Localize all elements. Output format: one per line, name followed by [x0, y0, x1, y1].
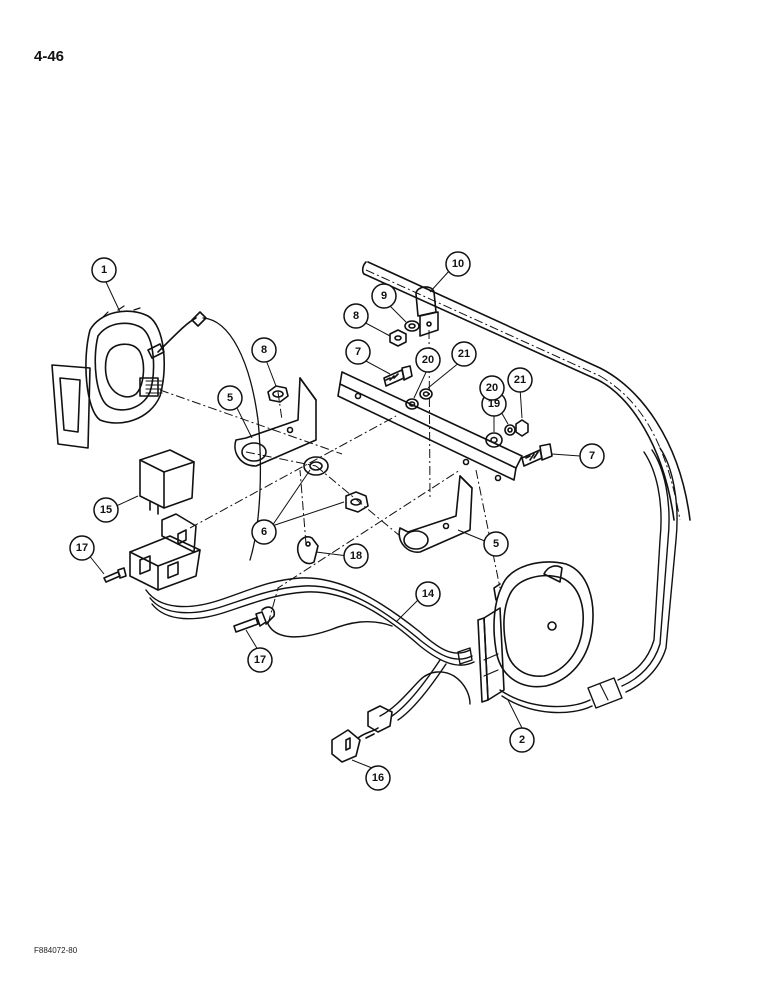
callout-2-circle — [509, 727, 535, 753]
callout-20a: 20 — [422, 354, 434, 366]
washer-small — [405, 388, 433, 410]
callout-9-circle — [371, 283, 397, 309]
mounting-plate — [337, 371, 523, 482]
callout-8a-circle — [251, 337, 277, 363]
callout-5a: 5 — [227, 392, 233, 404]
relay-base — [129, 513, 201, 591]
callout-20b-circle — [479, 375, 505, 401]
washer-9 — [404, 320, 420, 332]
horn-lead-wire — [202, 317, 262, 561]
screw-lower — [233, 606, 276, 633]
callout-8a: 8 — [261, 344, 267, 356]
callout-15-circle — [93, 497, 119, 523]
callout-19: 19 — [488, 398, 500, 410]
harness-connector — [331, 705, 393, 763]
callout-8b-circle — [343, 303, 369, 329]
callout-7a: 7 — [355, 346, 361, 358]
callout-14-circle — [415, 581, 441, 607]
callout-1: 1 — [101, 264, 107, 276]
callout-7b-circle — [579, 443, 605, 469]
callout-5a-circle — [217, 385, 243, 411]
callout-20b: 20 — [486, 382, 498, 394]
callout-14: 14 — [422, 588, 435, 600]
callout-1-circle — [91, 257, 117, 283]
callout-16-circle — [365, 765, 391, 791]
callout-7b: 7 — [589, 450, 595, 462]
callout-20a-circle — [415, 347, 441, 373]
wiper-cable — [361, 261, 691, 521]
bolt-right — [521, 443, 553, 467]
screw-left — [103, 567, 127, 583]
callout-6: 6 — [261, 526, 267, 538]
cable-clip — [296, 536, 319, 565]
callout-16: 16 — [372, 772, 384, 784]
wiper-motor — [477, 561, 594, 703]
callout-17b: 17 — [254, 654, 266, 666]
wiring-harness — [145, 577, 475, 721]
washer-20 — [504, 424, 516, 436]
callout-6-circle — [251, 519, 277, 545]
callout-17a: 17 — [76, 542, 88, 554]
callout-21b: 21 — [514, 374, 526, 386]
cable-clamp — [415, 286, 439, 337]
figure-code: F884072-80 — [34, 946, 78, 955]
callout-21a: 21 — [458, 348, 470, 360]
callout-15: 15 — [100, 504, 112, 516]
bracket-upper — [234, 377, 317, 467]
bolt-upper — [383, 365, 413, 387]
callout-21a-circle — [451, 341, 477, 367]
callout-17a-circle — [69, 535, 95, 561]
bracket-lower — [398, 475, 473, 553]
nut-upper — [389, 329, 407, 347]
relay — [139, 449, 195, 515]
callout-2: 2 — [519, 734, 525, 746]
horn — [51, 305, 207, 449]
callout-18-circle — [343, 543, 369, 569]
callout-17b-circle — [247, 647, 273, 673]
callout-5b: 5 — [493, 538, 499, 550]
callout-18: 18 — [350, 550, 362, 562]
callout-5b-circle — [483, 531, 509, 557]
page-number: 4-46 — [34, 48, 65, 65]
callout-10-circle — [445, 251, 471, 277]
callout-10: 10 — [452, 258, 464, 270]
callout-7a-circle — [345, 339, 371, 365]
lock-nut — [303, 456, 369, 513]
motor-cable — [499, 447, 678, 714]
washer-19 — [485, 432, 503, 448]
callout-21b-circle — [507, 367, 533, 393]
callout-8b: 8 — [353, 310, 359, 322]
nut-21 — [515, 419, 529, 437]
callout-9: 9 — [381, 290, 387, 302]
